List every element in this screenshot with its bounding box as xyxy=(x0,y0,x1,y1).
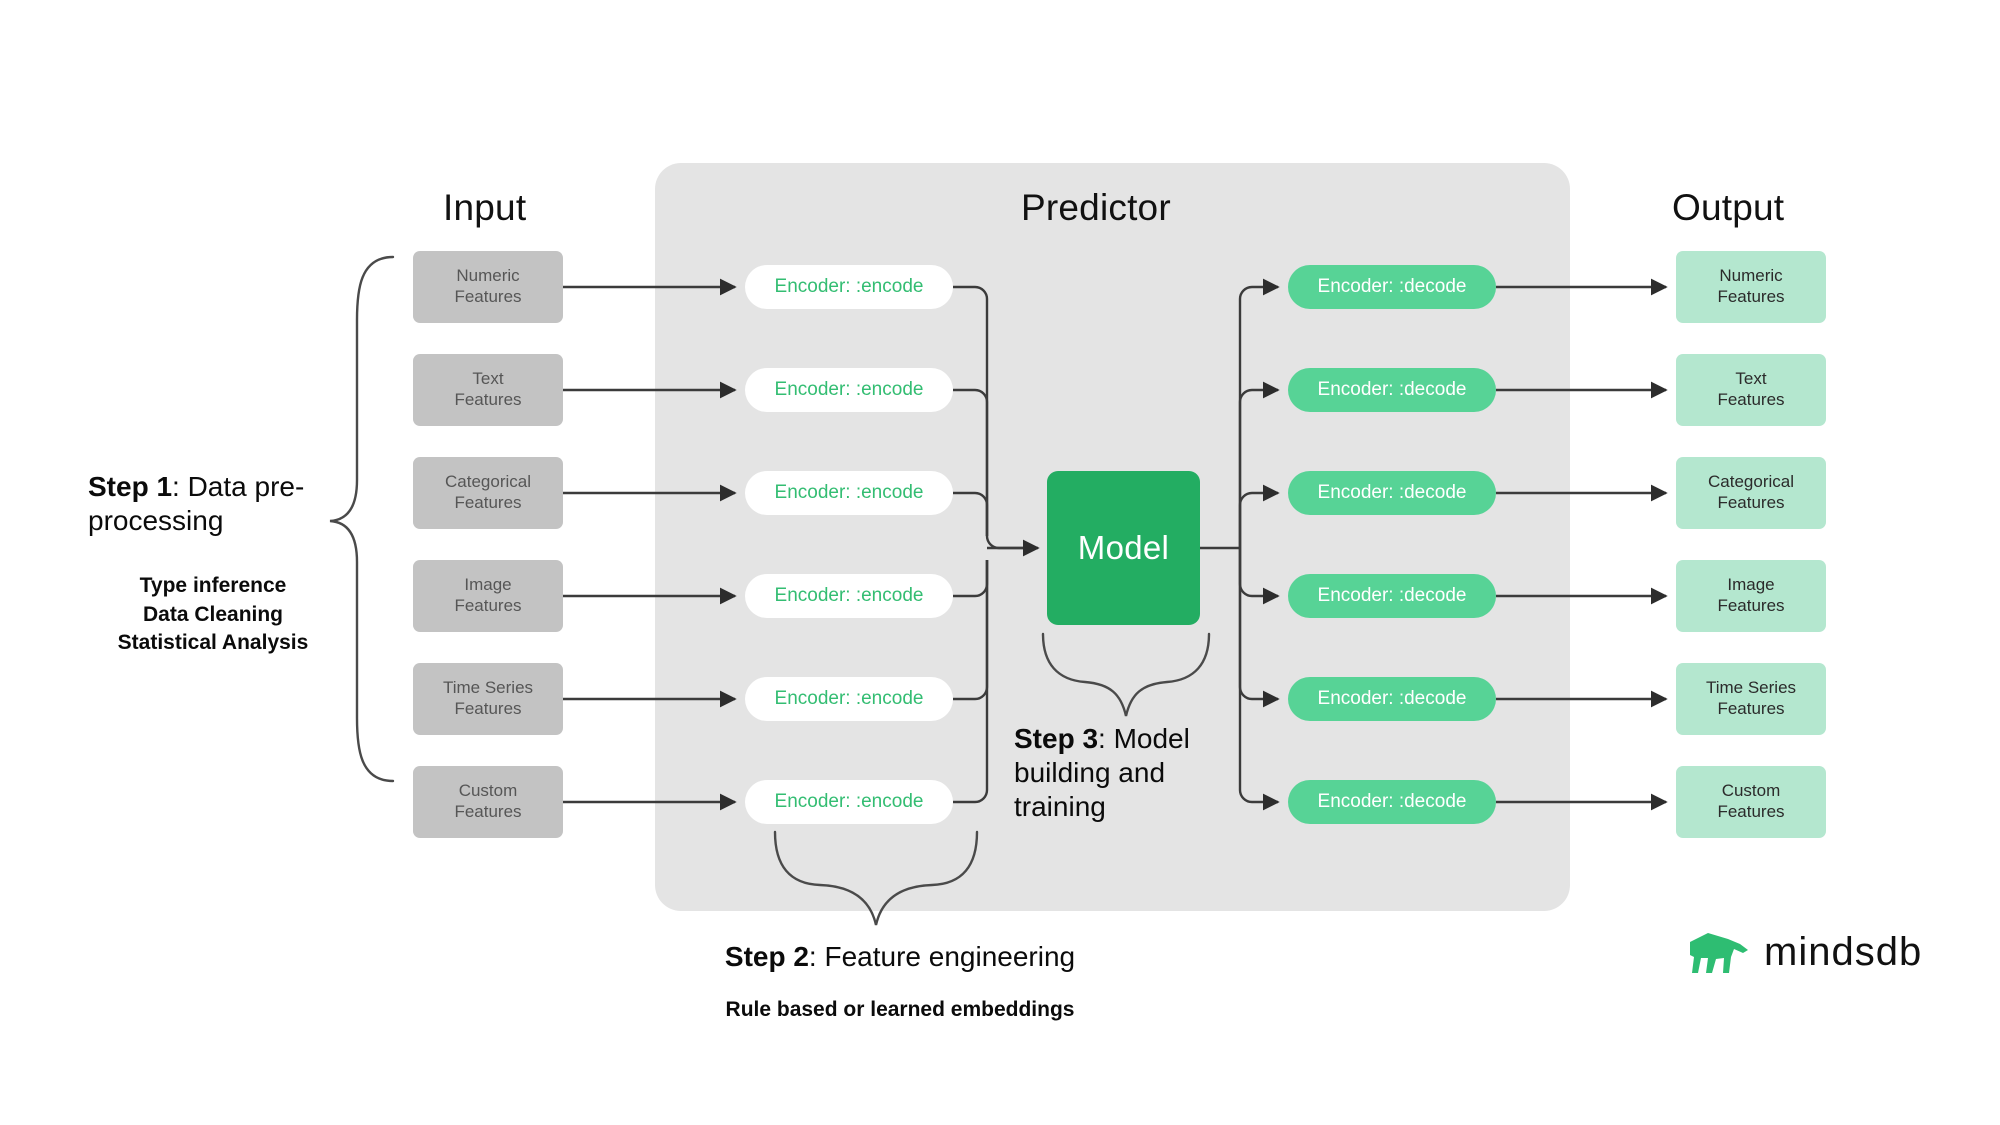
step1-brace xyxy=(329,255,395,783)
input-label-line2: Features xyxy=(454,287,522,306)
output-label-line1: Numeric xyxy=(1719,266,1783,286)
input-label-line2: Features xyxy=(454,596,522,615)
input-box-time-series[interactable]: Time Series Features xyxy=(413,663,563,735)
step2-annotation: Step 2: Feature engineering Rule based o… xyxy=(665,940,1135,1025)
step1-heading: Step 1: Data pre-processing xyxy=(88,470,338,538)
output-label-line2: Features xyxy=(1717,596,1785,615)
decoder-image[interactable]: Encoder: :decode xyxy=(1288,574,1496,618)
output-box-text[interactable]: Text Features xyxy=(1676,354,1826,426)
output-label-line1: Categorical xyxy=(1708,472,1794,492)
input-label-line2: Features xyxy=(454,390,522,409)
encoder-time-series[interactable]: Encoder: :encode xyxy=(745,677,953,721)
output-box-categorical[interactable]: Categorical Features xyxy=(1676,457,1826,529)
output-box-numeric[interactable]: Numeric Features xyxy=(1676,251,1826,323)
model-label: Model xyxy=(1077,529,1170,566)
output-label-line2: Features xyxy=(1717,802,1785,821)
step1-detail-3: Statistical Analysis xyxy=(117,631,309,655)
mindsdb-logo: mindsdb xyxy=(1688,928,1922,976)
output-label-line1: Image xyxy=(1727,575,1775,595)
decoder-custom[interactable]: Encoder: :decode xyxy=(1288,780,1496,824)
step1-annotation: Step 1: Data pre-processing Type inferen… xyxy=(88,470,338,658)
logo-wordmark: mindsdb xyxy=(1764,929,1923,974)
step1-detail-2: Data Cleaning xyxy=(142,602,284,626)
decoder-time-series[interactable]: Encoder: :decode xyxy=(1288,677,1496,721)
decoder-categorical[interactable]: Encoder: :decode xyxy=(1288,471,1496,515)
output-label-line1: Text xyxy=(1735,369,1767,389)
step3-label: Step 3 xyxy=(1014,723,1099,754)
step3-heading: Step 3: Model building and training xyxy=(1014,722,1229,824)
decoder-text[interactable]: Encoder: :decode xyxy=(1288,368,1496,412)
step1-label: Step 1 xyxy=(88,471,173,502)
column-title-input: Input xyxy=(443,187,527,228)
step2-label: Step 2 xyxy=(724,941,809,972)
input-label-line2: Features xyxy=(454,802,522,821)
input-box-image[interactable]: Image Features xyxy=(413,560,563,632)
step2-detail-1: Rule based or learned embeddings xyxy=(725,998,1075,1022)
input-box-text[interactable]: Text Features xyxy=(413,354,563,426)
input-label-line1: Custom xyxy=(458,781,518,801)
input-label-line1: Image xyxy=(464,575,512,595)
output-box-time-series[interactable]: Time Series Features xyxy=(1676,663,1826,735)
output-label-line1: Time Series xyxy=(1705,678,1797,698)
step3-annotation: Step 3: Model building and training xyxy=(1014,722,1229,824)
input-label-line1: Numeric xyxy=(456,266,520,286)
input-label-line1: Categorical xyxy=(445,472,531,492)
step1-details: Type inference Data Cleaning Statistical… xyxy=(88,572,338,658)
output-box-custom[interactable]: Custom Features xyxy=(1676,766,1826,838)
step1-detail-1: Type inference xyxy=(139,574,287,598)
model-box[interactable]: Model xyxy=(1047,471,1200,625)
output-box-image[interactable]: Image Features xyxy=(1676,560,1826,632)
step2-heading: Step 2: Feature engineering xyxy=(665,940,1135,974)
input-box-custom[interactable]: Custom Features xyxy=(413,766,563,838)
input-label-line2: Features xyxy=(454,699,522,718)
output-label-line2: Features xyxy=(1717,493,1785,512)
encoder-categorical[interactable]: Encoder: :encode xyxy=(745,471,953,515)
step3-description: : Model building and training xyxy=(1014,723,1190,823)
step2-description: : Feature engineering xyxy=(808,941,1076,972)
input-box-numeric[interactable]: Numeric Features xyxy=(413,251,563,323)
encoder-text[interactable]: Encoder: :encode xyxy=(745,368,953,412)
input-label-line1: Time Series xyxy=(442,678,534,698)
input-label-line1: Text xyxy=(472,369,504,389)
output-label-line2: Features xyxy=(1717,390,1785,409)
encoder-custom[interactable]: Encoder: :encode xyxy=(745,780,953,824)
decoder-numeric[interactable]: Encoder: :decode xyxy=(1288,265,1496,309)
encoder-image[interactable]: Encoder: :encode xyxy=(745,574,953,618)
column-title-output: Output xyxy=(1672,187,1785,228)
column-title-predictor: Predictor xyxy=(1021,187,1171,228)
encoder-numeric[interactable]: Encoder: :encode xyxy=(745,265,953,309)
output-label-line2: Features xyxy=(1717,287,1785,306)
output-label-line1: Custom xyxy=(1721,781,1781,801)
step1-description: : Data pre-processing xyxy=(88,471,305,537)
input-box-categorical[interactable]: Categorical Features xyxy=(413,457,563,529)
step2-details: Rule based or learned embeddings xyxy=(665,996,1135,1025)
output-label-line2: Features xyxy=(1717,699,1785,718)
anteater-icon xyxy=(1690,933,1748,973)
input-label-line2: Features xyxy=(454,493,522,512)
